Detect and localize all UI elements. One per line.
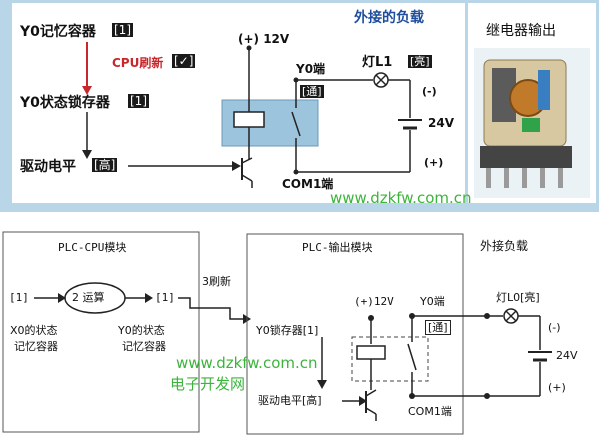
y0-terminal-label: Y0端: [296, 62, 326, 76]
relay-contact-blade: [291, 111, 301, 137]
x0-memory-line2: 记忆容器: [14, 340, 58, 353]
supply-terminal: [246, 45, 252, 51]
drive-to-base-arrow: [232, 161, 241, 171]
output-state-value: [1]: [155, 291, 175, 304]
refresh-label: 3刷新: [202, 275, 231, 288]
y0-latch-value: [1]: [128, 94, 149, 108]
lamp-l1-label: 灯L1: [362, 55, 393, 70]
relay-module: [221, 99, 319, 147]
contact-blade-bottom: [407, 343, 417, 371]
battery-minus-label: (-): [422, 85, 437, 98]
relay-coil-bottom: [356, 345, 386, 360]
com1-terminal-node-bottom: [484, 393, 490, 399]
input-state-value: [1]: [9, 291, 29, 304]
relay-photo: [474, 48, 590, 198]
external-load-panel: [347, 3, 465, 203]
supply-12v-label: (+) 12V: [238, 32, 290, 46]
output-module-title: PLC-输出模块: [302, 241, 373, 254]
relay-output-title: 继电器输出: [486, 23, 556, 39]
transistor-collector-bottom: [365, 389, 377, 397]
y0-terminal-value-bottom: [通]: [425, 320, 451, 335]
cpu-refresh-arrow-head: [82, 86, 92, 95]
top-watermark: www.dzkfw.com.cn: [330, 189, 472, 207]
y0-node-bottom: [409, 313, 415, 319]
cpu-refresh-value: [✓]: [172, 54, 196, 68]
y0-terminal-node-bottom: [484, 313, 490, 319]
battery-plus-label: (+): [424, 156, 444, 169]
lamp-l1-value: [亮]: [408, 55, 432, 68]
cpu-module-box: [2, 231, 200, 433]
y0-memory-value: [1]: [112, 23, 133, 37]
drive-to-base-arrow-bottom: [359, 396, 367, 406]
supply-12v-label-bottom: (+)12V: [354, 295, 394, 308]
y0-latch-label: Y0状态锁存器: [20, 95, 110, 111]
transistor-emitter-bottom: [365, 407, 377, 415]
y0-memory-line1: Y0的状态: [118, 324, 165, 337]
external-load-title-bottom: 外接负载: [480, 239, 529, 253]
y0-terminal-label-bottom: Y0端: [420, 295, 445, 308]
latch-to-drive-arrow-head: [82, 150, 92, 159]
lamp-l0-cross-b: [505, 310, 517, 322]
battery-minus-label-bottom: (-): [548, 321, 561, 334]
battery-plus-label-bottom: (+): [548, 381, 566, 394]
com1-label: COM1端: [282, 177, 334, 191]
refresh-wire: [178, 297, 246, 320]
op-to-out-arrow-head: [145, 293, 153, 303]
drive-level-value: [高]: [92, 158, 118, 172]
y0-latch-label-bottom: Y0锁存器[1]: [256, 324, 319, 337]
relay-dashed-box: [351, 336, 429, 382]
y0-node: [293, 77, 299, 83]
relay-coil: [233, 111, 265, 128]
external-load-title: 外接的负载: [354, 10, 424, 26]
x0-memory-line1: X0的状态: [10, 324, 58, 337]
transistor-emitter: [241, 174, 253, 182]
output-module-box: [246, 233, 464, 435]
com1-node: [293, 169, 299, 175]
cpu-module-title: PLC-CPU模块: [58, 241, 127, 254]
y0-terminal-value: [通]: [300, 85, 324, 98]
y0-memory-label: Y0记忆容器: [20, 24, 96, 40]
drive-level-label: 驱动电平: [20, 159, 76, 175]
battery-voltage-label: 24V: [428, 116, 454, 130]
com1-label-bottom: COM1端: [408, 405, 452, 418]
y0-memory-line2: 记忆容器: [122, 340, 166, 353]
drive-level-label-bottom: 驱动电平[高]: [258, 394, 322, 407]
lamp-l1-cross-b: [375, 74, 387, 86]
lamp-l0-label: 灯L0[亮]: [496, 291, 540, 304]
in-to-op-arrow-head: [58, 293, 66, 303]
bottom-watermark-url: www.dzkfw.com.cn: [176, 354, 318, 372]
battery-voltage-label-bottom: 24V: [556, 349, 578, 362]
bottom-watermark-name: 电子开发网: [170, 375, 246, 393]
cpu-refresh-label: CPU刷新: [112, 56, 164, 70]
operation-label: 2 运算: [72, 291, 105, 304]
com1-node-bottom: [409, 393, 415, 399]
latch-down-arrow-head: [317, 380, 327, 389]
transistor-collector: [241, 157, 253, 164]
